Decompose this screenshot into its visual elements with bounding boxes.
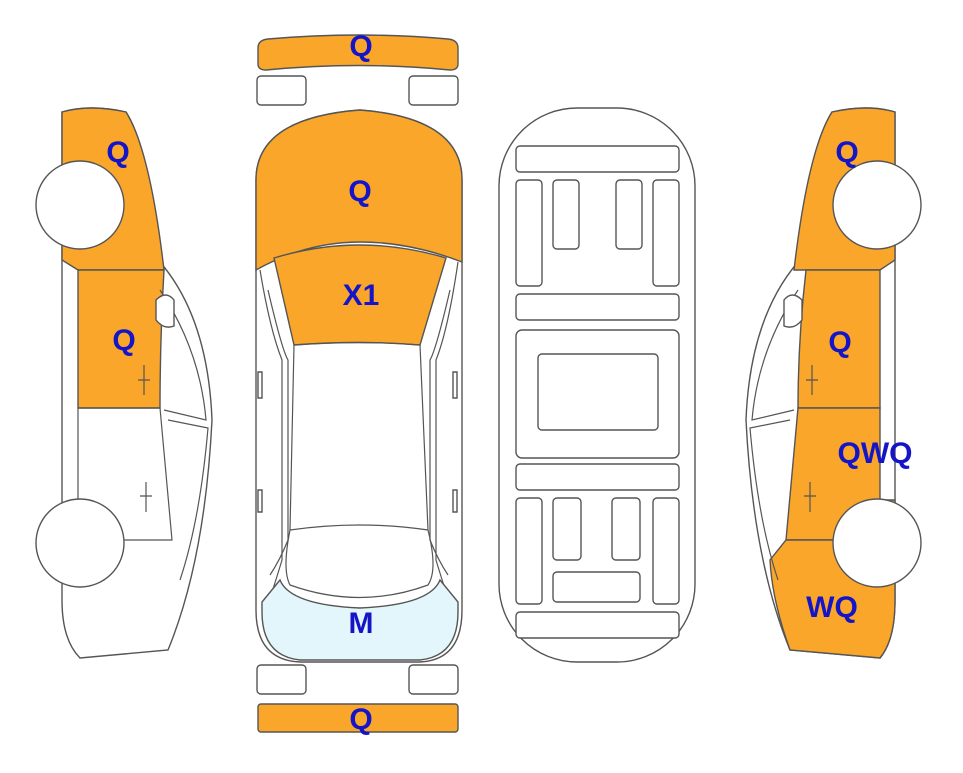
side-window-left <box>267 289 289 576</box>
label-left-front-door: Q <box>112 324 135 357</box>
left-rear-wheel <box>35 498 125 588</box>
underbody-view <box>498 107 696 663</box>
label-right-rear-quarter: WQ <box>806 591 858 624</box>
top-view <box>255 34 463 733</box>
ub-front-bar <box>515 145 680 173</box>
left-front-handle <box>138 365 150 395</box>
ub-exhaust-box <box>552 571 641 603</box>
label-left-front-fender: Q <box>106 136 129 169</box>
ub-crossbar-1 <box>515 293 680 321</box>
right-rear-handle <box>804 482 816 512</box>
left-rear-handle <box>140 482 152 512</box>
ub-box-fl <box>552 179 580 250</box>
mirror-right <box>452 371 458 399</box>
ub-rail-rl <box>515 497 543 605</box>
roof-rear-line <box>285 529 434 599</box>
ub-crossbar-2 <box>515 463 680 491</box>
mirror-left <box>257 371 263 399</box>
left-glass-line <box>167 419 209 581</box>
label-rear-window: M <box>349 607 374 640</box>
label-right-rear-door: QWQ <box>838 437 913 470</box>
handle-right <box>452 489 458 513</box>
ub-mid-panel <box>537 353 659 431</box>
front-left-light <box>256 75 307 106</box>
rear-right-light <box>408 664 459 695</box>
ub-rail-fr <box>652 179 680 287</box>
right-glass-line <box>749 419 791 581</box>
label-right-front-door: Q <box>828 326 851 359</box>
hood-panel[interactable] <box>255 109 463 272</box>
right-front-handle <box>806 365 818 395</box>
front-bumper-panel[interactable] <box>257 34 459 71</box>
label-windshield: X1 <box>343 279 380 312</box>
ub-box-rr <box>611 497 641 561</box>
right-rear-wheel <box>832 498 922 588</box>
ub-box-rl <box>552 497 582 561</box>
right-front-wheel <box>832 160 922 250</box>
label-hood: Q <box>348 175 371 208</box>
side-window-right <box>429 289 451 576</box>
ub-rail-fl <box>515 179 543 287</box>
label-right-front-fender: Q <box>835 136 858 169</box>
label-front-bumper: Q <box>349 30 372 63</box>
label-rear-bumper: Q <box>349 703 372 736</box>
front-right-light <box>408 75 459 106</box>
rear-window-panel[interactable] <box>261 578 459 661</box>
ub-rear-bar <box>515 611 680 639</box>
handle-left <box>257 489 263 513</box>
right-mirror <box>783 294 803 328</box>
rear-bumper-panel[interactable] <box>257 703 459 733</box>
left-front-wheel <box>35 160 125 250</box>
left-rear-door-outline <box>77 407 173 541</box>
right-side-view <box>745 107 922 659</box>
rear-left-light <box>256 664 307 695</box>
ub-rail-rr <box>652 497 680 605</box>
left-mirror <box>155 294 175 328</box>
left-side-view <box>35 107 213 659</box>
ub-box-fr <box>615 179 643 250</box>
damage-labels: Q Q X1 M Q Q Q Q Q QWQ WQ <box>106 30 912 736</box>
